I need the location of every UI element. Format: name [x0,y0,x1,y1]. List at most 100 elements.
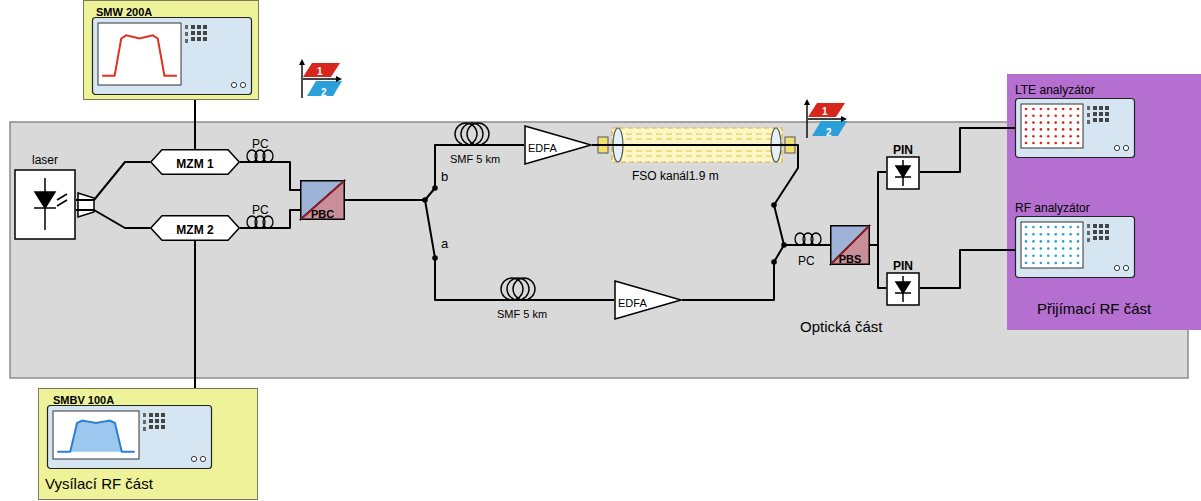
keypad-key [1093,118,1097,122]
constellation-dot [1069,128,1072,131]
constellation-dot [1069,247,1072,250]
cube-half [831,226,870,265]
fso-channel [616,156,778,157]
constellation-dot [1032,121,1035,124]
constellation-dot [1032,108,1035,111]
node-text: laser [32,153,58,167]
node-figure [1016,217,1135,278]
emission-arrow [57,194,67,200]
node-text: MZM 1 [176,157,213,171]
side-button [143,413,146,417]
node-text: MZM 2 [176,223,213,237]
constellation-dot [1025,233,1028,236]
constellation-dot [1054,240,1057,243]
constellation-dot [1040,128,1043,131]
fso-channel [616,139,778,140]
keypad-key [1105,230,1109,234]
optical-connector [194,100,196,149]
constellation-dot [1047,121,1050,124]
keypad-key [203,37,207,41]
side-button [185,32,188,36]
constellation-dot [1062,135,1065,138]
polarization-controller [263,216,273,228]
keypad-key [191,37,195,41]
constellation-dot [1040,262,1043,265]
fso-channel [616,134,778,135]
keypad-key [155,419,159,423]
constellation-dot [1047,255,1050,258]
keypad-key [161,413,165,417]
constellation-dot [1025,128,1028,131]
optical-connector [240,210,300,228]
fiber-coil [513,278,535,300]
polarization-controller [263,150,273,162]
optical-switch [422,185,787,265]
optical-switch [771,259,777,265]
keypad-key [1105,224,1109,228]
constellation-dot [1062,247,1065,250]
hexagon-outline [151,216,240,241]
node-text: Optická část [800,318,883,335]
constellation-dot [1025,135,1028,138]
keypad-key [1099,236,1103,240]
constellation-dot [1047,115,1050,118]
constellation-dot [1040,226,1043,229]
node-figure [615,281,681,319]
constellation-dot [1040,121,1043,124]
constellation-dot [1077,233,1080,236]
keypad-key [1099,230,1103,234]
side-button [1087,238,1090,242]
constellation-dot [1047,142,1050,145]
constellation-dot [1040,115,1043,118]
constellation-dot [1077,226,1080,229]
instrument-knob [240,82,245,87]
polarization-controller [795,233,821,245]
generator-box: SMW 200A [83,0,259,100]
constellation-dot [1025,108,1028,111]
constellation-dot [1069,233,1072,236]
constellation-dot [1077,135,1080,138]
optical-switch [422,197,428,203]
generator-box: SMBV 100AVysílací RF část [38,388,258,500]
diode-lead [902,276,904,282]
node-text: EDFA [528,142,557,154]
optical-switch [771,202,777,208]
laser-housing [15,170,75,239]
constellation-dot [1062,121,1065,124]
polarization-icon [303,63,340,77]
constellation-dot [1032,135,1035,138]
node-text: PBC [311,208,334,220]
polarization-controller [247,150,273,162]
keypad-key [1093,106,1097,110]
modulator-hexagon: MZM 1 [150,149,240,175]
constellation-dot [1054,247,1057,250]
optical-connector [870,172,886,245]
triangle-outline [615,281,681,319]
part-label: SMF 5 km [450,153,500,165]
keypad-key [191,31,195,35]
keypad-key [1099,118,1103,122]
constellation-dot [1040,142,1043,145]
keypad-key [149,425,153,429]
cube-half [301,181,345,220]
constellation-dot [1047,128,1050,131]
part-label: PC [798,254,815,268]
side-button [143,427,146,431]
axis-number: 1 [822,106,828,117]
keypad-key [203,25,207,29]
constellation-dot [1062,108,1065,111]
constellation-dot [1032,226,1035,229]
constellation-dot [1054,121,1057,124]
polarization-controller [811,233,821,245]
instrument-knob [200,456,205,461]
side-button [185,39,188,43]
optical-switch [781,242,787,248]
constellation-dot [1047,226,1050,229]
constellation-dot [1025,255,1028,258]
constellation-dot [1069,121,1072,124]
optical-connector [194,241,196,388]
part-label: b [441,169,448,184]
constellation-dot [1047,108,1050,111]
constellation-dot [1077,240,1080,243]
constellation-dot [1025,142,1028,145]
